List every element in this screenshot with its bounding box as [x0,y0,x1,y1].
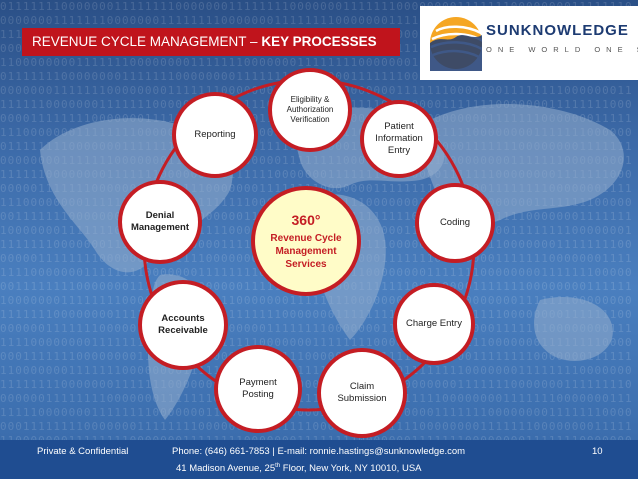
node-claim-submission: Claim Submission [317,348,407,438]
center-line-3: Services [285,258,327,270]
footer-address-post: Floor, New York, NY 10010, USA [280,463,422,475]
node-reporting: Reporting [172,92,258,178]
footer-confidential: Private & Confidential [37,446,129,457]
logo-name: SUNKNOWLEDGE [486,22,629,39]
sun-logo-icon [430,17,484,71]
slide-title-main: REVENUE CYCLE MANAGEMENT – [32,34,258,49]
node-eligibility-label: Eligibility & Authorization Verification [286,95,334,124]
node-coding: Coding [415,183,495,263]
company-logo: SUNKNOWLEDGE ONE WORLD ONE SUN [420,6,638,80]
footer-contact: Phone: (646) 661-7853 | E-mail: ronnie.h… [172,446,466,457]
node-eligibility: Eligibility & Authorization Verification [268,68,352,152]
node-charge-entry: Charge Entry [393,283,475,365]
node-denial-management-label: Denial Management [130,210,190,233]
node-payment-posting-label: Payment Posting [239,377,277,400]
node-denial-management: Denial Management [118,180,202,264]
center-line-1: Revenue Cycle [270,232,342,244]
node-claim-submission-label: Claim Submission [337,381,387,404]
slide-title: REVENUE CYCLE MANAGEMENT – KEY PROCESSES [22,28,400,56]
node-accounts-receivable: Accounts Receivable [138,280,228,370]
node-accounts-receivable-label: Accounts Receivable [158,313,208,336]
slide-title-bold: KEY PROCESSES [261,34,377,49]
footer-address-sup: th [275,463,281,469]
logo-tagline: ONE WORLD ONE SUN [486,45,638,54]
center-line-2: Management [275,245,337,257]
center-number: 360° [291,211,321,228]
node-payment-posting: Payment Posting [214,345,302,433]
footer-address: 41 Madison Avenue, 25th Floor, New York,… [176,463,422,474]
footer-address-pre: 41 Madison Avenue, 25 [176,463,276,475]
node-coding-label: Coding [439,217,471,228]
page-number: 10 [592,446,603,457]
node-patient-info: Patient Information Entry [360,100,438,178]
center-circle: 360° Revenue Cycle Management Services [251,186,361,296]
footer: Private & Confidential Phone: (646) 661-… [0,440,638,479]
node-patient-info-label: Patient Information Entry [375,121,423,156]
node-reporting-label: Reporting [194,129,236,140]
node-charge-entry-label: Charge Entry [406,318,462,329]
